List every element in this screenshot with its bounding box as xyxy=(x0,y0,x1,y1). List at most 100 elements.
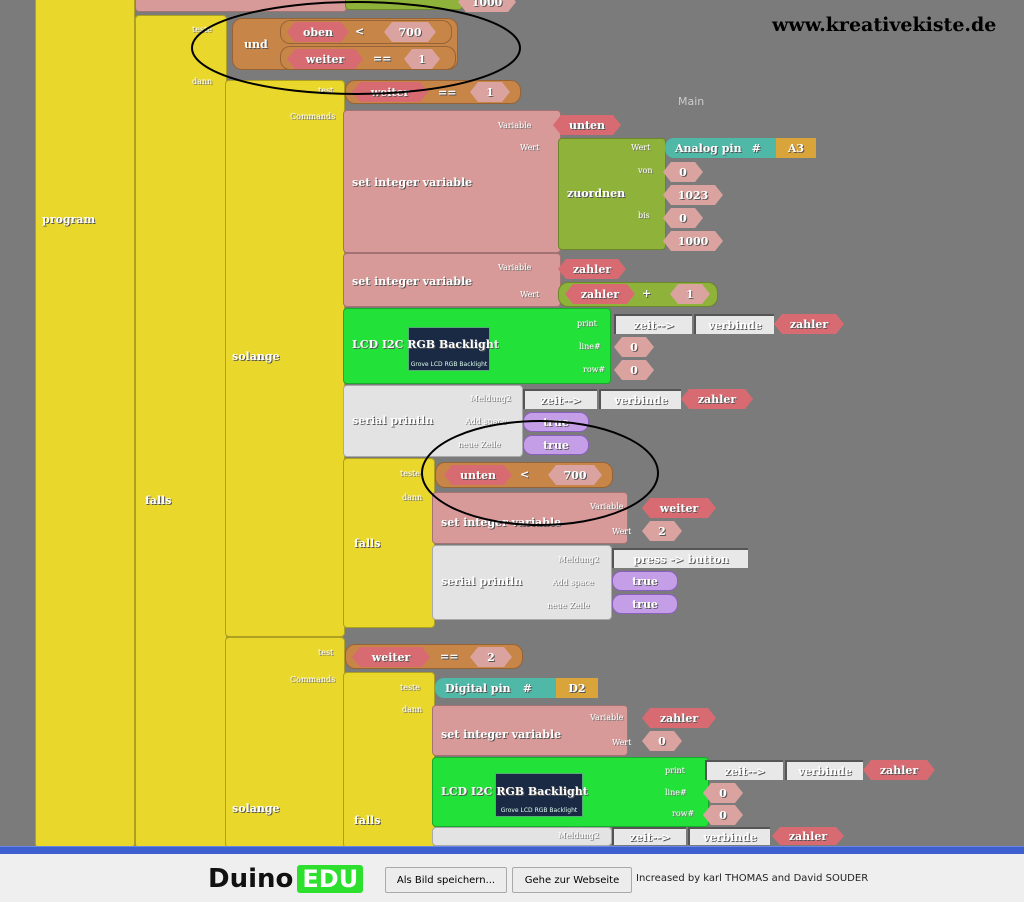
number-pill[interactable]: 700 xyxy=(384,22,436,42)
program-block[interactable] xyxy=(35,0,135,848)
row-label: row# xyxy=(672,809,695,818)
add-space-label: Add space xyxy=(552,578,594,587)
var-pill[interactable]: weiter xyxy=(352,647,430,667)
number-pill[interactable]: 0 xyxy=(642,731,682,751)
go-to-website-button[interactable]: Gehe zur Webseite xyxy=(512,867,632,893)
lcd-label: LCD I2C RGB Backlight xyxy=(441,785,588,798)
while-block[interactable] xyxy=(225,80,345,637)
number-pill[interactable]: 1 xyxy=(470,82,510,102)
variable-label: Variable xyxy=(590,713,624,722)
value-label: Wert xyxy=(612,527,632,536)
number-pill[interactable]: 1 xyxy=(404,49,440,69)
to-label: bis xyxy=(638,211,650,220)
var-pill[interactable]: weiter xyxy=(642,498,716,518)
var-pill[interactable]: zahler xyxy=(681,389,753,409)
serial-println-block[interactable] xyxy=(432,545,612,620)
then-label: dann xyxy=(402,493,423,502)
block-label: serial println xyxy=(352,414,434,427)
bool-pill[interactable]: true xyxy=(523,435,589,455)
string-block[interactable]: zeit--> xyxy=(705,760,783,780)
scrollbar[interactable] xyxy=(0,846,1024,854)
set-variable-block[interactable] xyxy=(343,253,561,307)
number-pill[interactable]: 1023 xyxy=(663,185,723,205)
var-pill[interactable]: oben xyxy=(287,22,349,42)
var-pill[interactable]: unten xyxy=(444,465,512,485)
value-label: Wert xyxy=(612,738,632,747)
digital-pin-block[interactable]: Digital pin# xyxy=(435,678,557,698)
block-canvas[interactable]: Main www.kreativekiste.de 1000 program f… xyxy=(0,0,1024,848)
concat-block[interactable]: verbinde xyxy=(688,827,770,845)
operator: == xyxy=(373,52,392,65)
number-pill[interactable]: 0 xyxy=(703,805,743,825)
if-block[interactable] xyxy=(343,458,435,628)
operator: + xyxy=(642,287,652,300)
value-pill[interactable]: 1000 xyxy=(458,0,516,12)
var-pill[interactable]: zahler xyxy=(558,259,626,279)
if-label: falls xyxy=(354,814,381,827)
var-pill[interactable]: zahler xyxy=(863,760,935,780)
while-block[interactable] xyxy=(225,637,345,848)
number-pill[interactable]: 0 xyxy=(703,783,743,803)
line-label: line# xyxy=(579,342,601,351)
pin-value[interactable]: A3 xyxy=(776,138,816,158)
block-label: set integer variable xyxy=(441,728,562,741)
number-pill[interactable]: 0 xyxy=(663,162,703,182)
if-label: falls xyxy=(354,537,381,550)
number-pill[interactable]: 0 xyxy=(614,360,654,380)
string-block[interactable]: zeit--> xyxy=(523,389,597,409)
string-block[interactable]: zeit--> xyxy=(614,314,692,334)
number-pill[interactable]: 2 xyxy=(470,647,512,667)
var-pill[interactable]: zahler xyxy=(565,284,635,304)
print-label: print xyxy=(665,766,685,775)
then-label: dann xyxy=(402,705,423,714)
lcd-image-caption: Grove LCD RGB Backlight xyxy=(410,361,488,368)
operator: < xyxy=(355,25,365,38)
serial-println-block[interactable] xyxy=(343,385,523,457)
lcd-image: Grove LCD RGB Backlight xyxy=(408,327,490,371)
if-block[interactable] xyxy=(135,15,227,848)
var-pill[interactable]: zahler xyxy=(642,708,716,728)
number-pill[interactable]: 1 xyxy=(670,284,710,304)
number-pill[interactable]: 0 xyxy=(614,337,654,357)
bool-pill[interactable]: true xyxy=(612,594,678,614)
set-variable-block[interactable] xyxy=(432,705,628,756)
var-pill[interactable]: unten xyxy=(553,115,621,135)
save-as-image-button[interactable]: Als Bild speichern... xyxy=(385,867,507,893)
lcd-image: Grove LCD RGB Backlight xyxy=(495,773,583,817)
serial-println-block[interactable] xyxy=(432,827,612,846)
analog-pin-block[interactable]: Analog pin# xyxy=(665,138,777,158)
lcd-image-caption: Grove LCD RGB Backlight xyxy=(500,807,578,814)
concat-block[interactable]: verbinde xyxy=(599,389,681,409)
bool-pill[interactable]: true xyxy=(612,571,678,591)
block-label: set integer variable xyxy=(352,275,473,288)
string-block[interactable]: press -> button xyxy=(612,548,748,568)
var-pill[interactable]: zahler xyxy=(774,314,844,334)
set-variable-block[interactable] xyxy=(343,110,561,253)
number-pill[interactable]: 0 xyxy=(663,208,703,228)
pin-value[interactable]: D2 xyxy=(556,678,598,698)
set-variable-block[interactable] xyxy=(432,492,628,544)
concat-block[interactable]: verbinde xyxy=(694,314,774,334)
var-pill[interactable]: weiter xyxy=(352,82,428,102)
value-label: Wert xyxy=(520,143,540,152)
site-watermark: www.kreativekiste.de xyxy=(772,14,997,36)
var-pill[interactable]: weiter xyxy=(287,49,363,69)
test-label: test xyxy=(318,648,334,657)
concat-block[interactable]: verbinde xyxy=(785,760,863,780)
add-space-label: Add space xyxy=(465,417,507,426)
var-pill[interactable]: zahler xyxy=(772,827,844,845)
canvas-title: Main xyxy=(678,95,705,108)
number-pill[interactable]: 1000 xyxy=(663,231,723,251)
commands-label: Commands xyxy=(290,112,336,121)
and-label: und xyxy=(244,38,268,51)
annotation-ellipse xyxy=(421,420,659,526)
analog-pin-label: Analog pin xyxy=(675,141,742,155)
test-label: test xyxy=(318,86,334,95)
program-label: program xyxy=(42,213,96,226)
variable-label: Variable xyxy=(498,263,532,272)
number-pill[interactable]: 2 xyxy=(642,521,682,541)
block-label: serial println xyxy=(441,575,523,588)
string-block[interactable]: zeit--> xyxy=(612,827,686,845)
map-block[interactable] xyxy=(558,138,666,250)
number-pill[interactable]: 700 xyxy=(548,465,602,485)
